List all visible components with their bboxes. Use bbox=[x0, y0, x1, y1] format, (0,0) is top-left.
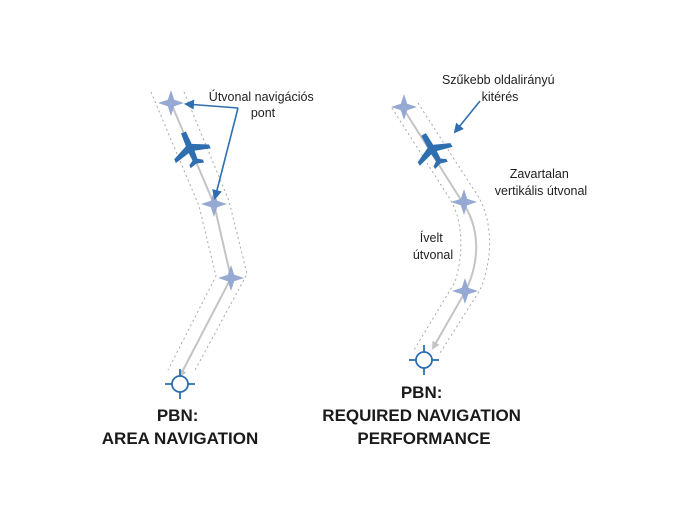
right-caption: PBN: REQUIRED NAVIGATION PERFORMANCE bbox=[322, 383, 525, 448]
destination-crosshair-icon bbox=[165, 369, 195, 399]
corridor-right-edge bbox=[183, 91, 248, 373]
lateral-annotation: Szűkebb oldalirányú kitérés bbox=[442, 73, 558, 104]
route-line bbox=[402, 107, 478, 350]
aircraft-icon bbox=[174, 131, 211, 169]
corridor-left-edge bbox=[391, 107, 462, 351]
annotation-arrow bbox=[184, 99, 239, 110]
left-panel: Útvonal navigációs pont PBN: AREA NAVIGA… bbox=[102, 89, 317, 448]
aircraft-icon bbox=[417, 133, 453, 170]
waypoint-star-icon bbox=[452, 278, 478, 304]
waypoint-star-icon bbox=[158, 90, 184, 116]
waypoint-star-icon bbox=[218, 265, 244, 291]
curved-annotation: Ívelt útvonal bbox=[413, 230, 453, 262]
right-panel: Szűkebb oldalirányú kitérés Zavartalan v… bbox=[322, 73, 587, 448]
waypoint-annotation: Útvonal navigációs pont bbox=[209, 89, 317, 120]
annotation-arrow bbox=[453, 100, 481, 134]
annotation-arrow bbox=[212, 107, 239, 200]
left-caption: PBN: AREA NAVIGATION bbox=[102, 406, 258, 448]
waypoint-star-icon bbox=[201, 191, 227, 217]
waypoint-star-icon bbox=[451, 189, 477, 215]
corridor-left-edge bbox=[150, 91, 217, 371]
waypoint-star-icon bbox=[391, 94, 417, 120]
vertical-annotation: Zavartalan vertikális útvonal bbox=[495, 167, 587, 198]
route-line bbox=[170, 102, 233, 378]
destination-crosshair-icon bbox=[409, 345, 439, 375]
